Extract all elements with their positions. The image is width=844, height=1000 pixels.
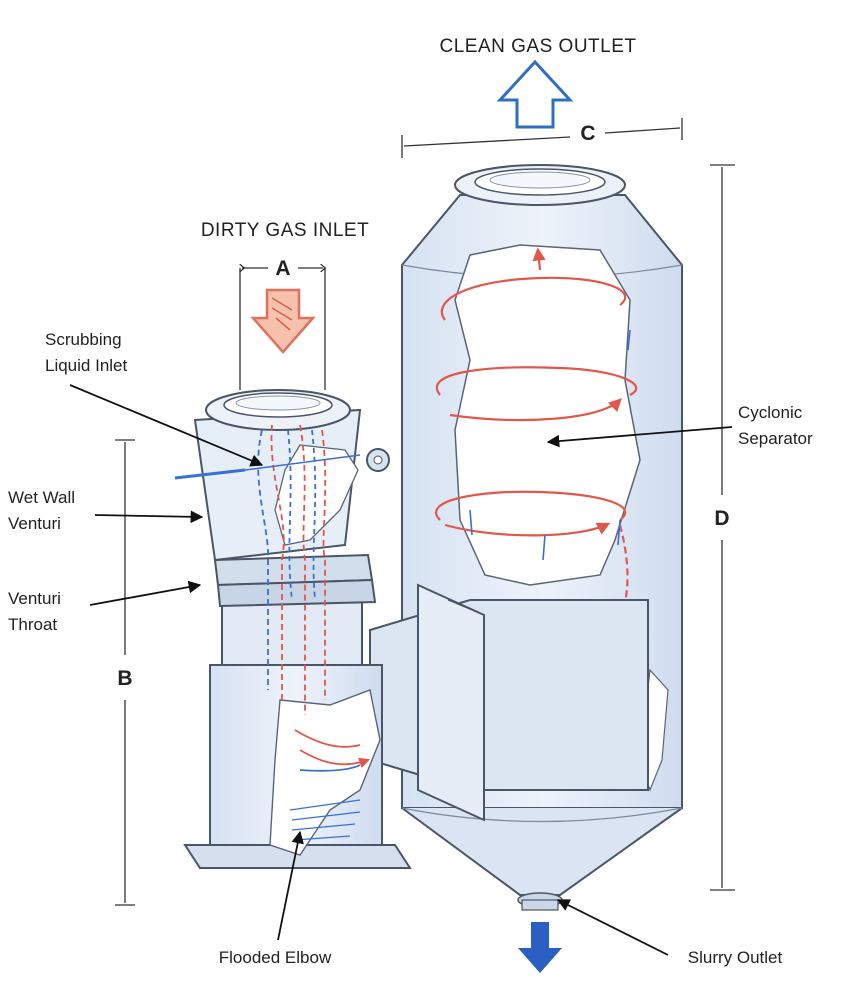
dimension-label-c: C: [580, 122, 595, 145]
liquid-inlet-streak: [174, 454, 361, 480]
dirty-gas-inlet-arrow: [250, 288, 316, 354]
label-scrubbing-line-1: Scrubbing: [45, 330, 122, 349]
label-throat-line-1: Venturi: [8, 589, 61, 608]
dimension-b: [115, 439, 135, 906]
label-clean-gas-outlet: CLEAN GAS OUTLET: [440, 36, 637, 57]
leader-lines: [69, 384, 733, 956]
label-slurry-outlet: Slurry Outlet: [688, 948, 783, 967]
leader-scrubbing-liquid: [69, 384, 264, 467]
leader-slurry-outlet: [556, 899, 669, 956]
label-cyclonic-line-2: Separator: [738, 429, 813, 448]
label-scrubbing-liquid-inlet: Scrubbing Liquid Inlet: [45, 330, 128, 375]
leader-cyclonic-separator: [546, 426, 733, 448]
clean-gas-outlet-arrow: [496, 59, 574, 129]
leader-venturi-throat: [89, 580, 202, 606]
label-flooded-elbow: Flooded Elbow: [219, 948, 332, 967]
dimension-d: [710, 164, 735, 891]
leader-flooded-elbow: [277, 830, 304, 941]
slurry-outlet-arrow: [518, 922, 562, 973]
dimension-label-b: B: [117, 667, 132, 690]
venturi-flow-lines: [257, 424, 371, 772]
cyclonic-blue-streaks: [469, 329, 631, 561]
label-wet-wall-line-1: Wet Wall: [8, 488, 75, 507]
dimension-label-d: D: [714, 507, 729, 530]
label-cyclonic-line-1: Cyclonic: [738, 403, 803, 422]
connecting-duct: [369, 583, 649, 822]
label-cyclonic-separator: Cyclonic Separator: [738, 403, 813, 448]
cyclonic-swirl-flow: [374, 247, 638, 747]
dimension-label-a: A: [275, 257, 290, 280]
dimension-c: [401, 118, 683, 158]
dimension-a: [240, 268, 325, 390]
label-throat-line-2: Throat: [8, 615, 57, 634]
label-wet-wall-venturi: Wet Wall Venturi: [8, 488, 80, 533]
label-venturi-throat: Venturi Throat: [8, 589, 66, 634]
label-dirty-gas-inlet: DIRTY GAS INLET: [201, 220, 369, 241]
label-scrubbing-line-2: Liquid Inlet: [45, 356, 128, 375]
label-wet-wall-line-2: Venturi: [8, 514, 61, 533]
leader-wet-wall-venturi: [94, 510, 204, 524]
